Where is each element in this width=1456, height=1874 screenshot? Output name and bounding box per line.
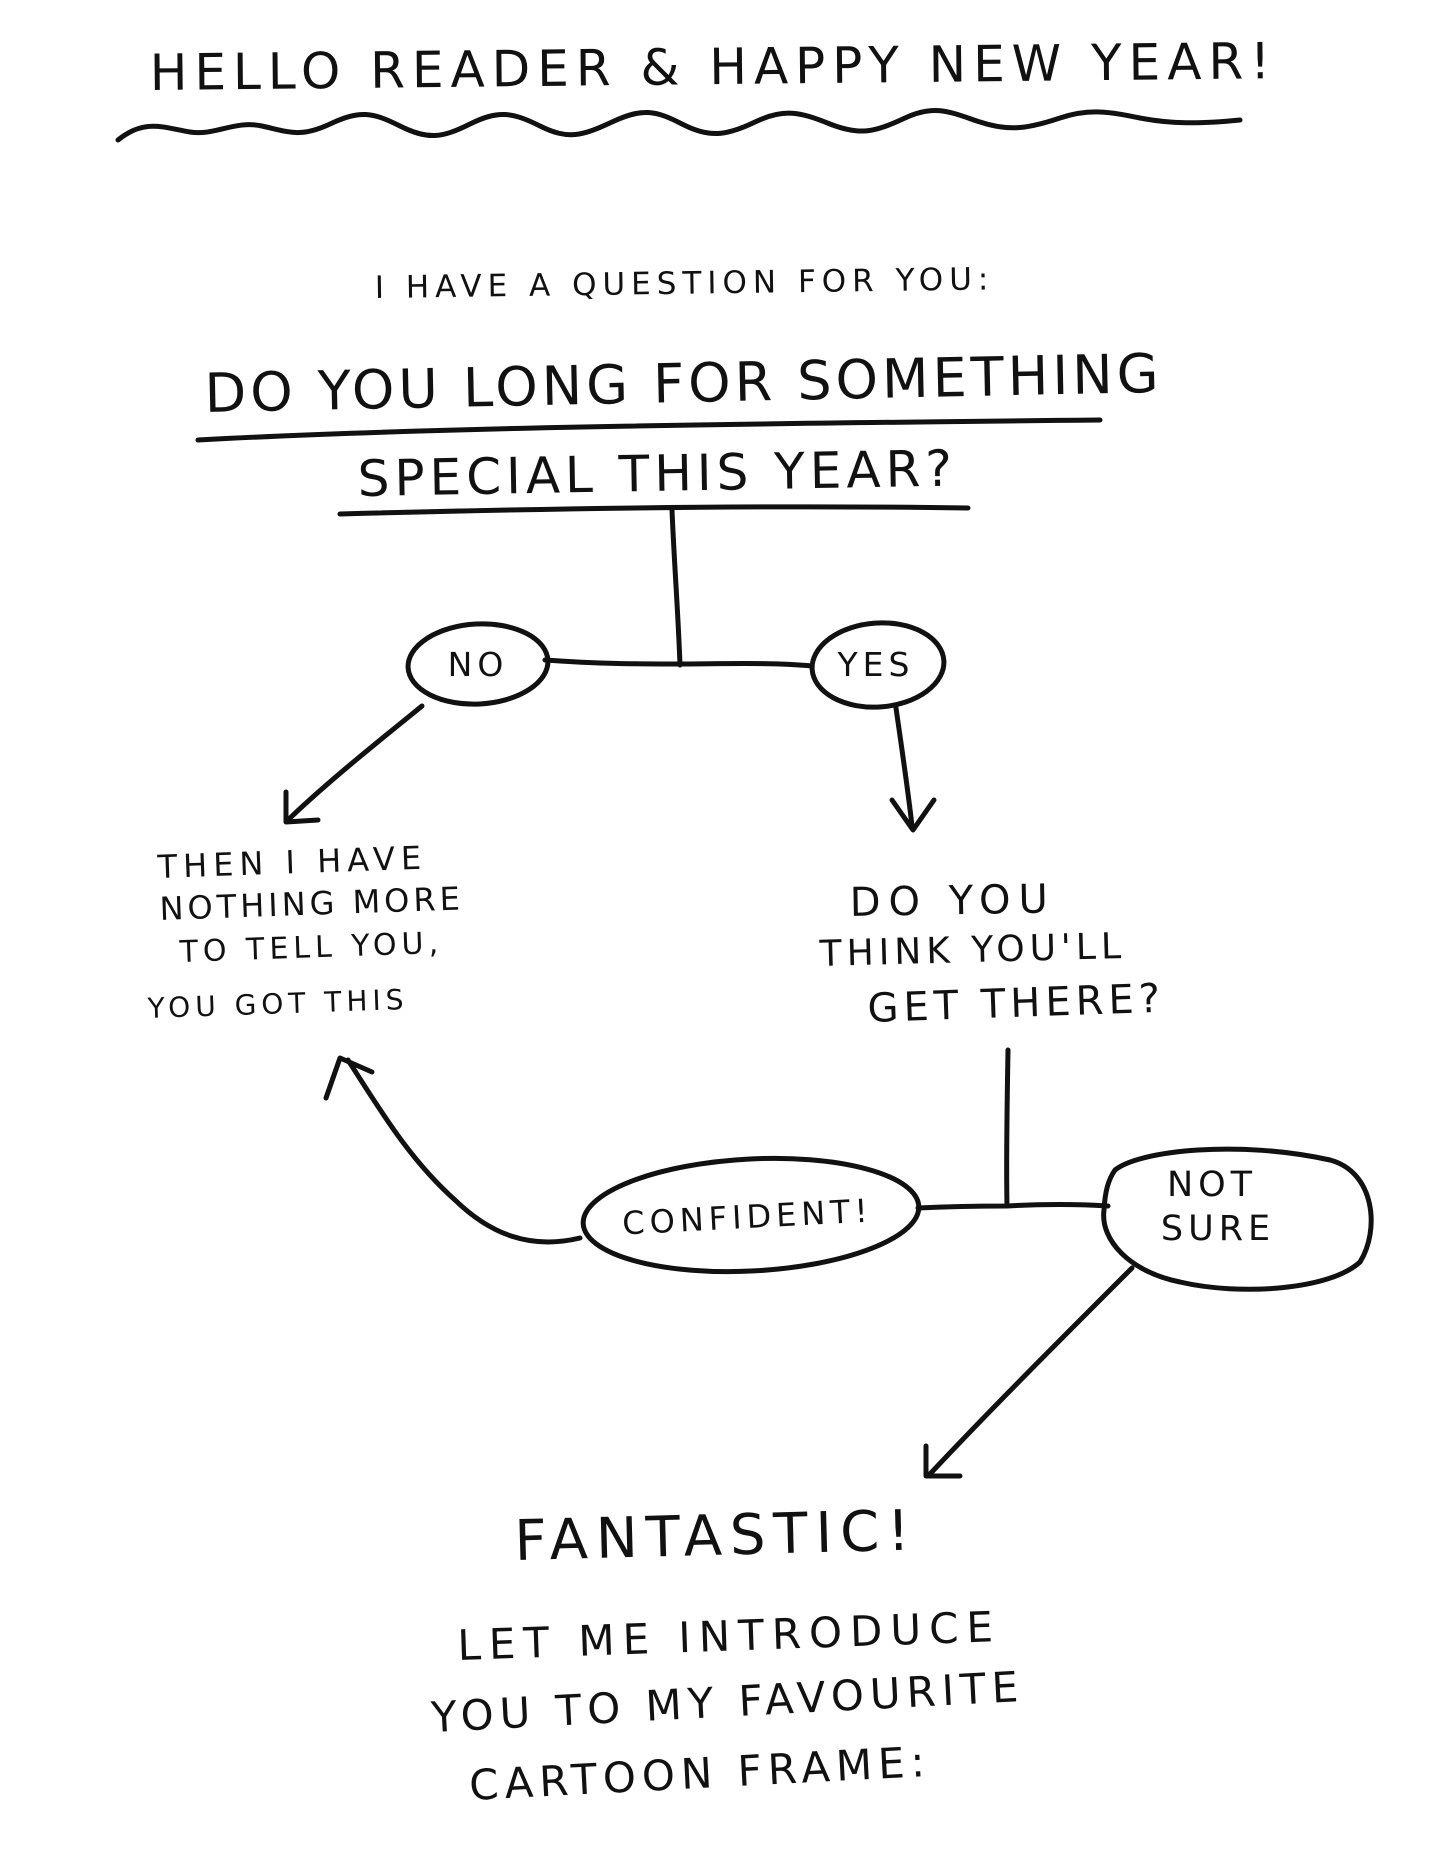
no-arrow-line [287, 703, 425, 821]
not-sure-arrow-head [923, 1443, 963, 1479]
yes-arrow-head [889, 797, 937, 833]
confident-node-ellipse [580, 1155, 922, 1275]
yes-node-label: YES [837, 645, 915, 684]
ending-headline: FANTASTIC! [514, 1498, 919, 1574]
not-sure-arrow-line [927, 1265, 1135, 1477]
not-sure-label-line-1: NOT [1167, 1165, 1257, 1205]
ending-line-1: LET ME INTRODUCE [457, 1602, 1002, 1670]
question-underline-2 [337, 504, 971, 517]
branch-line-confident-notsure [915, 1202, 1111, 1211]
followup-line-3: GET THERE? [867, 976, 1166, 1032]
no-result-line-3: TO TELL YOU, [178, 926, 444, 970]
ending-line-3: CARTOON FRAME: [468, 1737, 932, 1810]
question-underline-1 [195, 417, 1103, 443]
followup-line-1: DO YOU [849, 876, 1056, 926]
not-sure-node-blob [1101, 1146, 1374, 1292]
question-line-1: DO YOU LONG FOR SOMETHING [204, 342, 1163, 425]
no-arrow-head [283, 789, 321, 825]
no-node-ellipse [405, 621, 551, 707]
no-result-line-4: YOU GOT THIS [146, 983, 409, 1025]
page-title: HELLO READER & HAPPY NEW YEAR! [150, 32, 1278, 102]
intro-prompt: I HAVE A QUESTION FOR YOU: [375, 261, 995, 306]
confident-arrow-head [323, 1055, 375, 1101]
not-sure-label-line-2: SURE [1161, 1209, 1275, 1249]
confident-node-label: CONFIDENT! [621, 1191, 873, 1242]
question-stem-line [669, 507, 683, 668]
no-result-line-1: THEN I HAVE [156, 839, 428, 886]
yes-node-ellipse [809, 620, 947, 710]
followup-line-2: THINK YOU'LL [818, 926, 1126, 975]
ending-line-2: YOU TO MY FAVOURITE [429, 1662, 1025, 1742]
question-line-2: SPECIAL THIS YEAR? [357, 440, 957, 508]
no-result-line-2: NOTHING MORE [159, 879, 464, 928]
confident-arrow-line [345, 1057, 583, 1245]
followup-stem-line [1004, 1047, 1011, 1209]
branch-line-no-yes [542, 657, 815, 669]
no-node-label: NO [448, 645, 509, 684]
title-wavy-underline [115, 107, 1243, 143]
yes-arrow-line [893, 705, 915, 829]
